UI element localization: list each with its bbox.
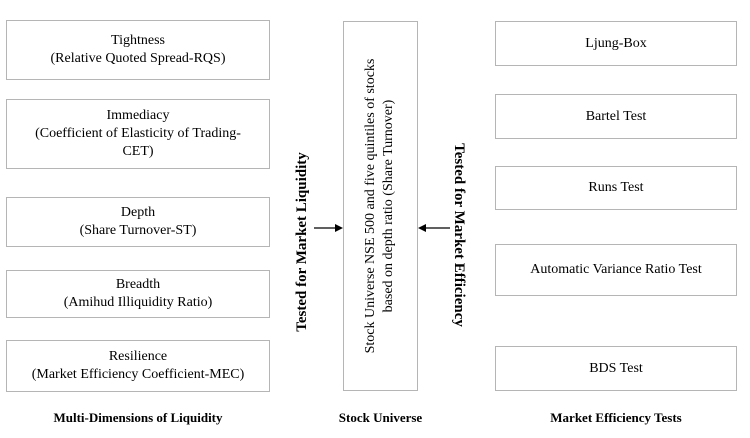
test-box-ljung-box: Ljung-Box: [495, 21, 737, 66]
dimension-title: Tightness: [111, 33, 165, 48]
dimension-title: Breadth: [115, 277, 161, 292]
caption-stock-universe: Stock Universe: [338, 410, 423, 425]
test-box-bartel: Bartel Test: [495, 94, 737, 139]
liquidity-box-tightness: Tightness (Relative Quoted Spread-RQS): [6, 20, 270, 80]
test-box-variance-ratio: Automatic Variance Ratio Test: [495, 244, 737, 296]
test-label: Bartel Test: [585, 108, 647, 124]
dimension-title: Immediacy: [106, 108, 170, 123]
liquidity-box-resilience: Resilience (Market Efficiency Coefficien…: [6, 340, 270, 392]
liquidity-box-breadth: Breadth (Amihud Illiquidity Ratio): [6, 270, 270, 318]
dimension-title: Depth: [120, 205, 156, 220]
test-label: Ljung-Box: [585, 35, 647, 51]
dimension-detail: (Coefficient of Elasticity of Trading-: [35, 126, 241, 141]
dimension-detail: (Market Efficiency Coefficient-MEC): [31, 367, 245, 382]
efficiency-arrowhead: [418, 224, 426, 232]
dimension-title: Resilience: [108, 349, 168, 364]
liquidity-arrowhead: [335, 224, 343, 232]
test-label: Runs Test: [588, 180, 644, 195]
liquidity-box-immediacy: Immediacy (Coefficient of Elasticity of …: [6, 99, 270, 169]
test-box-runs: Runs Test: [495, 166, 737, 210]
test-label: Automatic Variance Ratio Test: [530, 262, 702, 277]
dimension-detail-continued: CET): [122, 144, 154, 159]
dimension-detail: (Share Turnover-ST): [79, 223, 197, 238]
dimension-detail: (Amihud Illiquidity Ratio): [63, 295, 213, 310]
test-box-bds: BDS Test: [495, 346, 737, 391]
dimension-detail: (Relative Quoted Spread-RQS): [50, 51, 226, 66]
stock-universe-box: [343, 21, 418, 391]
caption-liquidity: Multi-Dimensions of Liquidity: [53, 410, 223, 425]
caption-efficiency-tests: Market Efficiency Tests: [550, 410, 682, 425]
liquidity-box-depth: Depth (Share Turnover-ST): [6, 197, 270, 247]
test-label: BDS Test: [589, 360, 643, 376]
